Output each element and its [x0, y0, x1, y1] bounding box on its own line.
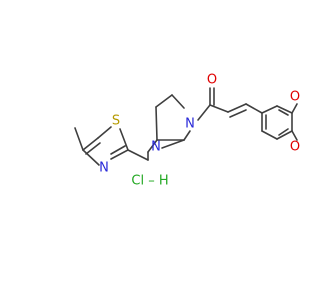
bond — [197, 104, 211, 121]
bond — [276, 130, 293, 140]
dioxole-oxygen-upper-label: O — [290, 90, 300, 105]
chemical-structure: S N N N O O O Cl – H — [74, 73, 300, 189]
bond — [155, 106, 158, 141]
thiazole-nitrogen-label: N — [99, 161, 109, 176]
bond — [227, 103, 247, 113]
bond — [155, 94, 173, 108]
carbonyl-oxygen-label: O — [207, 73, 217, 88]
bond — [82, 149, 100, 166]
structure-canvas: S N N N O O O Cl – H — [74, 72, 300, 189]
sulfur-atom-label: S — [112, 114, 120, 129]
bond — [110, 145, 126, 155]
bond — [82, 137, 99, 151]
bond — [119, 128, 129, 151]
piperazine-nitrogen-right-label: N — [185, 117, 195, 132]
bond — [229, 109, 247, 118]
bond — [209, 104, 229, 113]
bond — [127, 149, 149, 161]
bond — [278, 109, 289, 116]
bond — [261, 130, 278, 140]
bond — [291, 130, 298, 141]
bond — [261, 105, 278, 114]
bond — [161, 139, 185, 149]
bond — [276, 105, 293, 114]
bond — [291, 103, 298, 114]
bond — [147, 139, 158, 153]
bond — [183, 130, 191, 141]
bond — [74, 127, 84, 151]
bond — [110, 149, 129, 160]
bond — [97, 126, 112, 139]
bond — [171, 94, 185, 109]
bond — [278, 128, 289, 136]
salt-label: Cl – H — [131, 174, 168, 189]
bond — [245, 103, 263, 114]
dioxole-oxygen-lower-label: O — [290, 140, 300, 155]
piperazine-nitrogen-left-label: N — [151, 140, 161, 155]
bond — [85, 142, 101, 155]
